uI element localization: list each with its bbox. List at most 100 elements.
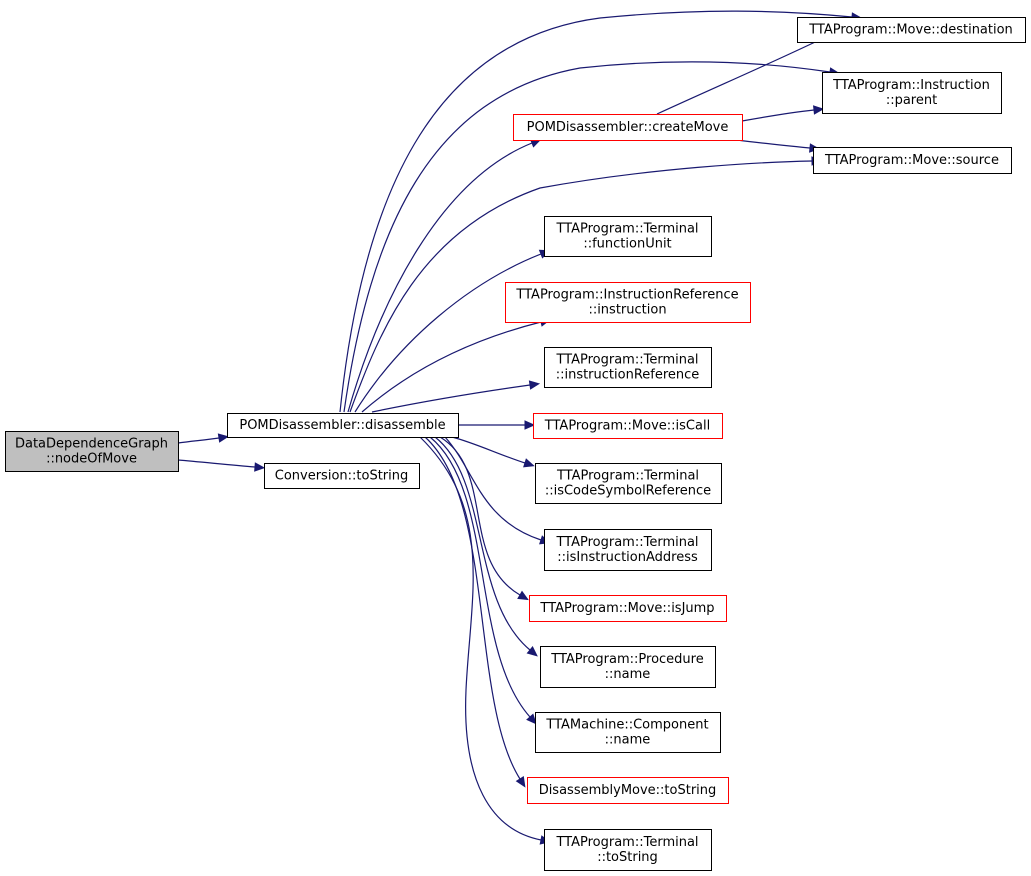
node-box (822, 72, 1002, 114)
edge-line (429, 436, 531, 718)
node-label-line: POMDisassembler::createMove (527, 120, 729, 135)
node-box (813, 147, 1012, 174)
node-label-line: POMDisassembler::disassemble (239, 418, 445, 433)
node-instr_parent[interactable]: TTAProgram::Instruction::parent (822, 72, 1002, 114)
edge-line (177, 437, 220, 444)
arrowhead-icon (254, 462, 266, 472)
edge-line (349, 160, 813, 413)
node-label-line: ::instruction (588, 303, 666, 318)
node-label-line: ::isInstructionAddress (557, 550, 698, 565)
node-box (535, 712, 721, 753)
node-label-line: TTAProgram::Instruction (832, 78, 990, 93)
node-dm_toString[interactable]: DisassemblyMove::toString (527, 777, 729, 804)
node-ir_instruction[interactable]: TTAProgram::InstructionReference::instru… (505, 282, 751, 323)
edge-disassemble-to-comp_name (429, 436, 537, 725)
node-label-line: ::parent (886, 93, 937, 108)
node-box (544, 829, 712, 871)
arrowhead-icon (813, 105, 825, 115)
node-label-line: ::instructionReference (556, 368, 700, 383)
node-box (544, 529, 712, 571)
edge-line (347, 142, 533, 413)
node-label-line: Conversion::toString (275, 469, 409, 484)
node-label-line: TTAMachine::Component (545, 718, 708, 733)
edges-layer (177, 10, 863, 845)
node-box (535, 463, 722, 504)
node-label-line: TTAProgram::Move::source (824, 153, 999, 168)
node-box (264, 463, 420, 489)
node-box (527, 777, 729, 804)
node-label-line: ::name (605, 667, 651, 682)
node-isJump[interactable]: TTAProgram::Move::isJump (529, 595, 727, 622)
edge-nodeOfMove-to-disassemble (177, 433, 230, 444)
node-label-line: ::nodeOfMove (46, 452, 137, 467)
node-disassemble[interactable]: POMDisassembler::disassemble (227, 413, 459, 438)
edge-nodeOfMove-to-conv_toString (177, 459, 266, 472)
edge-line (736, 139, 811, 149)
arrowhead-icon (528, 380, 541, 390)
node-label-line: TTAProgram::Terminal (555, 353, 698, 368)
arrowhead-icon (524, 420, 536, 430)
edge-line (741, 109, 815, 122)
node-label-line: TTAProgram::Move::isJump (539, 601, 714, 616)
node-box (544, 347, 712, 388)
node-conv_toString[interactable]: Conversion::toString (264, 463, 420, 489)
node-functionUnit[interactable]: TTAProgram::Terminal::functionUnit (544, 216, 712, 257)
arrowhead-icon (526, 646, 538, 657)
edge-createMove-to-instr_parent (741, 105, 825, 122)
arrowhead-icon (526, 713, 537, 725)
edge-line (361, 321, 542, 413)
edge-disassemble-to-ir_instruction (361, 317, 551, 413)
node-label-line: ::isCodeSymbolReference (545, 484, 711, 499)
node-label-line: DataDependenceGraph (15, 437, 168, 452)
node-label-line: TTAProgram::Terminal (555, 835, 698, 850)
node-label-line: DisassemblyMove::toString (539, 783, 717, 798)
node-label-line: TTAProgram::Terminal (555, 222, 698, 237)
node-box (797, 17, 1026, 43)
node-box (529, 595, 727, 622)
node-box (544, 216, 712, 257)
edge-disassemble-to-proc_name (434, 436, 538, 657)
node-nodeOfMove: DataDependenceGraph::nodeOfMove (5, 431, 179, 472)
node-box (5, 431, 179, 472)
node-label-line: TTAProgram::InstructionReference (515, 288, 738, 303)
node-label-line: TTAProgram::Terminal (555, 535, 698, 550)
arrowhead-icon (217, 433, 230, 443)
node-label-line: TTAProgram::Terminal (556, 469, 699, 484)
edge-line (339, 10, 853, 413)
node-source[interactable]: TTAProgram::Move::source (813, 147, 1012, 174)
node-proc_name[interactable]: TTAProgram::Procedure::name (540, 646, 716, 688)
node-box (533, 413, 723, 439)
edge-line (444, 436, 542, 541)
edge-disassemble-to-dm_toString (424, 436, 526, 788)
edge-line (451, 436, 526, 464)
node-box (505, 282, 751, 323)
nodes-layer: DataDependenceGraph::nodeOfMove POMDisass… (5, 17, 1026, 871)
node-label-line: TTAProgram::Move::destination (808, 23, 1013, 38)
edge-disassemble-to-isCall (457, 420, 536, 430)
node-instructionReference[interactable]: TTAProgram::Terminal::instructionReferen… (544, 347, 712, 388)
edge-disassemble-to-createMove (347, 138, 542, 413)
edge-disassemble-to-instructionReference (371, 380, 541, 413)
node-label-line: TTAProgram::Move::isCall (544, 419, 710, 434)
node-box (513, 114, 743, 141)
node-createMove[interactable]: POMDisassembler::createMove (513, 114, 743, 141)
node-label-line: ::functionUnit (583, 237, 671, 252)
arrowhead-icon (515, 776, 526, 788)
node-destination[interactable]: TTAProgram::Move::destination (797, 17, 1026, 43)
edge-line (434, 436, 531, 651)
node-label-line: ::toString (597, 850, 658, 865)
edge-line (177, 459, 256, 468)
node-comp_name[interactable]: TTAMachine::Component::name (535, 712, 721, 753)
node-label-line: ::name (605, 733, 651, 748)
node-isCall[interactable]: TTAProgram::Move::isCall (533, 413, 723, 439)
node-isCodeSymbolReference[interactable]: TTAProgram::Terminal::isCodeSymbolRefere… (535, 463, 722, 504)
node-term_toString[interactable]: TTAProgram::Terminal::toString (544, 829, 712, 871)
node-box (540, 646, 716, 688)
arrowhead-icon (517, 590, 529, 601)
node-isInstructionAddress[interactable]: TTAProgram::Terminal::isInstructionAddre… (544, 529, 712, 571)
edge-line (439, 436, 521, 596)
edge-createMove-to-source (736, 139, 821, 153)
node-label-line: TTAProgram::Procedure (550, 652, 703, 667)
edge-disassemble-to-isJump (439, 436, 529, 601)
